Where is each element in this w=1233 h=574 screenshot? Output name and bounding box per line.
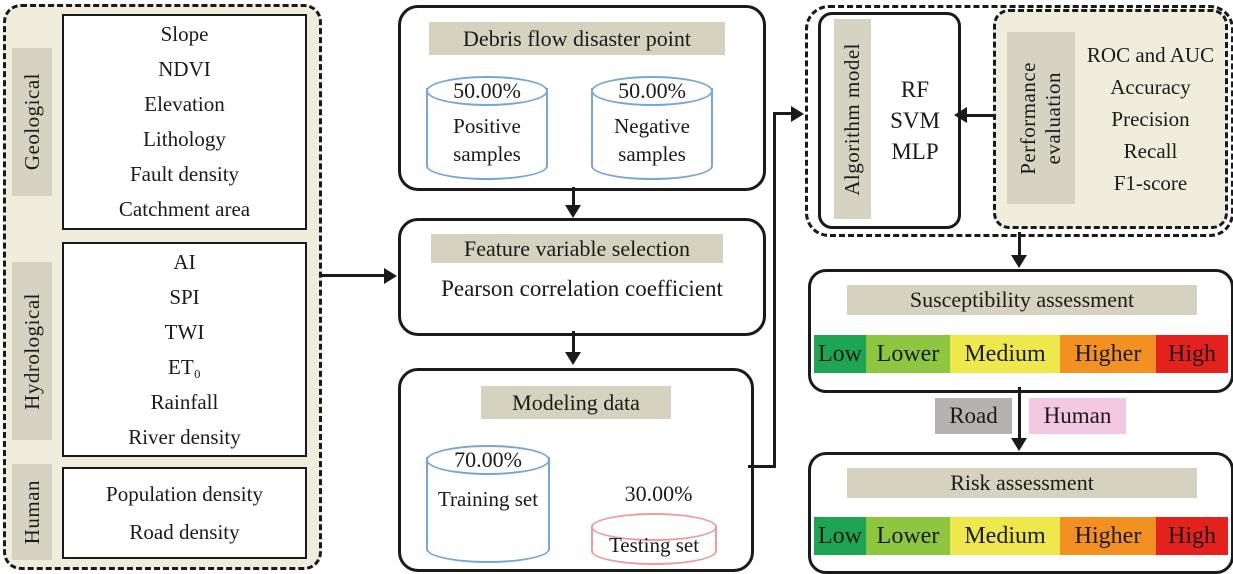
road-tag: Road [935,398,1012,434]
algorithm-model-label: Algorithm model [840,42,864,196]
testing-set-label: Testing set [608,533,700,557]
risk-assessment-title: Risk assessment [847,468,1197,498]
debris-flow-disaster-point-title: Debris flow disaster point [429,22,725,55]
performance-evaluation-box: Performance evaluation ROC and AUC Accura… [993,9,1228,229]
arrow-feature-to-modeling-line [572,331,575,353]
modeling-data-box: Modeling data 70.00% Training set 30.00%… [398,368,754,572]
factor-item: Elevation [144,92,225,116]
algorithm-model-list: RF SVM MLP [876,15,954,226]
cylinder-top [426,76,548,106]
factor-item: Catchment area [118,197,251,221]
human-tag: Human [1029,398,1126,434]
positive-samples-percent: 50.00% [453,78,521,103]
scale-segment-medium: Medium [950,517,1060,555]
factor-item: Slope [160,22,209,46]
negative-samples-cylinder: 50.00% Negative samples [591,76,713,180]
factor-item: Rainfall [150,389,219,414]
factor-item: NDVI [158,57,211,81]
group-label-geological: Geological [12,48,52,196]
factor-item: TWI [164,319,205,344]
testing-set-cylinder: Testing set [591,513,717,565]
arrow-to-risk-line [1018,387,1021,439]
group-label-hydrological: Hydrological [12,262,52,440]
connector-modeling-vertical [773,113,776,468]
factor-item: SPI [169,284,200,309]
debris-flow-disaster-point-box: Debris flow disaster point 50.00% Positi… [398,5,766,191]
negative-samples-percent: 50.00% [618,78,686,103]
scale-segment-higher: Higher [1060,335,1156,373]
feature-variable-selection-box: Feature variable selection Pearson corre… [398,218,766,336]
training-set-cylinder: 70.00% Training set [426,445,550,563]
connector-modeling-top [773,112,793,115]
arrow-to-susceptibility-line [1018,232,1021,256]
training-set-percent: 70.00% [454,447,522,472]
cylinder-top [591,76,713,106]
arrow-panel-to-feature-line [322,274,385,277]
performance-evaluation-label-strip: Performance evaluation [1007,32,1075,204]
factor-item: River density [128,424,241,449]
algorithm-model-item: SVM [890,108,940,133]
factor-item: Fault density [129,162,240,186]
arrow-to-susceptibility-head [1011,255,1027,268]
scale-segment-medium: Medium [950,335,1060,373]
arrow-modeling-to-algorithm-head [791,106,804,122]
factor-item: Population density [106,482,263,506]
modeling-data-title: Modeling data [481,386,671,419]
negative-samples-label: Negative samples [614,114,690,166]
scale-segment-low: Low [814,517,866,555]
performance-evaluation-label-line1: Performance [1016,61,1040,175]
factor-item: ET₀ [168,354,201,379]
training-set-label: Training set [437,487,539,511]
performance-metric-item: Precision [1111,107,1190,131]
cylinder-body [426,457,550,563]
scale-segment-high: High [1156,517,1228,555]
pearson-method-text: Pearson correlation coefficient [441,276,723,301]
performance-evaluation-label-line2: evaluation [1041,71,1065,165]
performance-metric-item: ROC and AUC [1086,43,1215,67]
arrow-performance-to-algorithm-head [954,107,967,123]
group-label-hydrological-text: Hydrological [19,292,44,410]
susceptibility-assessment-title: Susceptibility assessment [847,285,1197,315]
scale-segment-higher: Higher [1060,517,1156,555]
scale-segment-lower: Lower [866,335,950,373]
performance-metric-item: Recall [1123,139,1178,163]
feature-variable-selection-title: Feature variable selection [431,234,723,263]
connector-modeling-horizontal [748,465,776,468]
algorithm-model-label-strip: Algorithm model [834,19,871,219]
arrow-to-risk-head [1011,438,1027,451]
arrow-debris-to-feature-line [572,187,575,207]
group-label-geological-text: Geological [19,73,44,171]
performance-metric-item: F1-score [1113,171,1188,195]
arrow-performance-to-algorithm-line [966,114,993,117]
factor-item: AI [173,249,196,274]
algorithm-model-item: MLP [891,139,939,164]
testing-set-percent: 30.00% [624,481,693,506]
scale-segment-low: Low [814,335,866,373]
algorithm-model-item: RF [900,77,930,102]
algorithm-model-box: Algorithm model RF SVM MLP [818,12,961,229]
positive-samples-cylinder: 50.00% Positive samples [426,76,548,180]
cylinder-top [591,513,717,541]
factor-item: Road density [129,520,240,544]
scale-segment-high: High [1156,335,1228,373]
performance-metric-item: Accuracy [1110,75,1191,99]
factor-item: Lithology [143,127,226,151]
cylinder-top [426,445,550,475]
arrow-debris-to-feature-head [565,205,581,218]
group-label-human-text: Human [19,479,44,545]
scale-segment-lower: Lower [866,517,950,555]
arrow-feature-to-modeling-head [565,352,581,365]
arrow-panel-to-feature-head [384,268,397,284]
positive-samples-label: Positive samples [453,114,521,166]
group-label-human: Human [12,464,52,560]
